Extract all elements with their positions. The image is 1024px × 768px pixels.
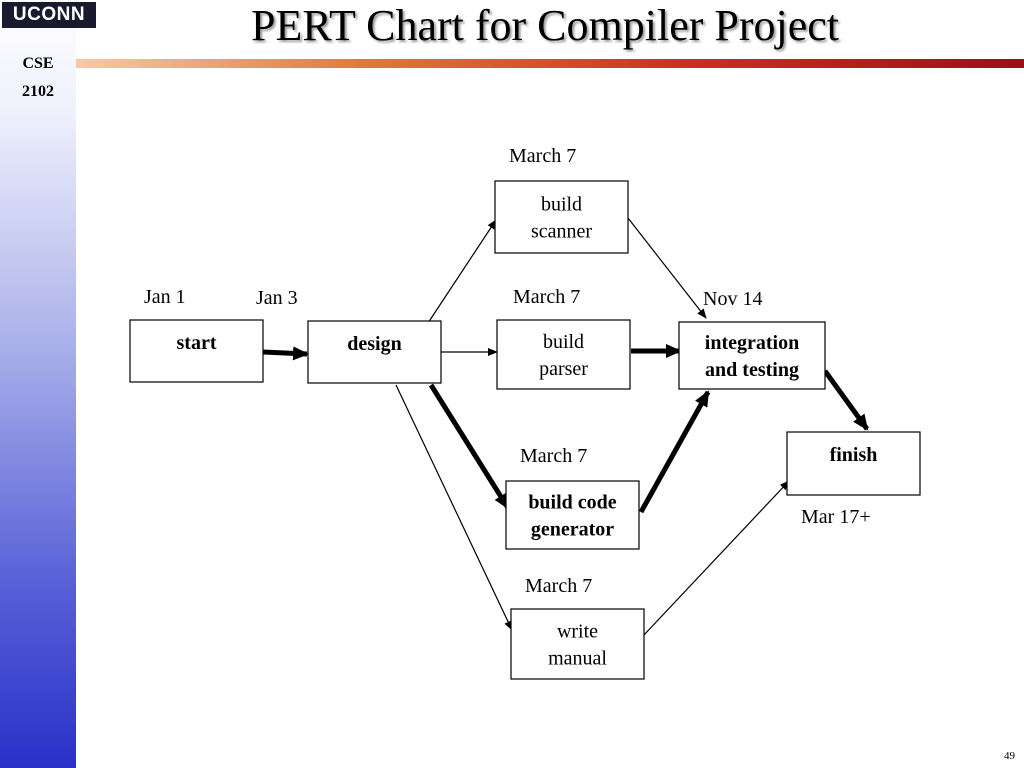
node-design: design xyxy=(307,320,442,384)
node-box-parser xyxy=(496,319,631,390)
course-code: CSE xyxy=(22,55,54,72)
course-number: 2102 xyxy=(22,83,54,100)
node-label-codegen-0: build code xyxy=(528,492,616,514)
node-box-scanner xyxy=(494,180,629,254)
slide-title: PERT Chart for Compiler Project xyxy=(250,1,840,50)
node-integration: integration and testing xyxy=(678,321,826,390)
node-label-finish-0: finish xyxy=(830,444,878,466)
node-label-design-0: design xyxy=(347,333,401,355)
node-box-finish xyxy=(786,431,921,496)
edge-integration-to-finish xyxy=(822,369,870,431)
date-label-manual: March 7 xyxy=(525,575,592,597)
node-label-parser-0: build xyxy=(543,331,584,353)
node-label-integration-1: and testing xyxy=(705,359,799,381)
date-label-integration: Nov 14 xyxy=(703,288,762,310)
edge-manual-to-finish xyxy=(642,480,790,637)
node-scanner: build scanner xyxy=(494,180,629,254)
node-label-scanner-0: build xyxy=(541,194,582,216)
title-rule xyxy=(76,59,1024,68)
node-codegen: build code generator xyxy=(505,480,640,550)
node-label-start-0: start xyxy=(177,332,217,354)
date-label-codegen: March 7 xyxy=(520,445,587,467)
node-box-integration xyxy=(678,321,826,390)
node-box-manual xyxy=(510,608,645,680)
edge-design-to-manual xyxy=(395,384,513,631)
node-label-parser-1: parser xyxy=(539,358,588,380)
node-label-manual-1: manual xyxy=(548,648,607,670)
slide-number: 49 xyxy=(1004,750,1015,762)
node-label-codegen-1: generator xyxy=(531,519,614,541)
node-label-manual-0: write xyxy=(557,621,598,643)
sidebar-gradient xyxy=(0,0,76,768)
node-label-integration-0: integration xyxy=(705,332,799,354)
node-label-scanner-1: scanner xyxy=(531,221,592,243)
node-finish: finish xyxy=(786,431,921,496)
date-label-design: Jan 3 xyxy=(256,287,298,309)
edge-design-to-scanner xyxy=(427,219,497,324)
node-box-codegen xyxy=(505,480,640,550)
edge-start-to-design xyxy=(262,346,309,361)
node-box-design xyxy=(307,320,442,384)
date-label-scanner: March 7 xyxy=(509,145,576,167)
date-label-start: Jan 1 xyxy=(144,286,186,308)
node-start: start xyxy=(129,319,264,383)
edge-scanner-to-integration xyxy=(627,217,707,319)
node-box-start xyxy=(129,319,264,383)
date-label-parser: March 7 xyxy=(513,286,580,308)
date-label-finish: Mar 17+ xyxy=(801,506,871,528)
node-manual: write manual xyxy=(510,608,645,680)
edge-codegen-to-integration xyxy=(638,390,711,514)
uconn-logo: UCONN xyxy=(2,2,96,28)
edge-design-to-codegen xyxy=(428,383,511,510)
node-parser: build parser xyxy=(496,319,631,390)
